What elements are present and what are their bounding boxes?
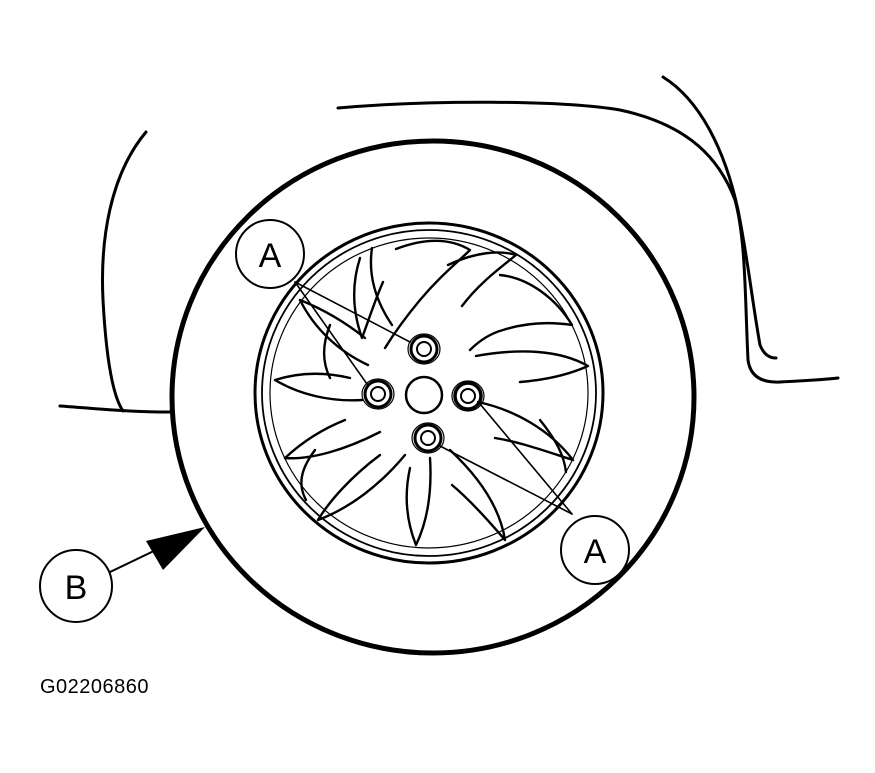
callout-a-top-label: A (259, 237, 282, 275)
figure-id: G02206860 (40, 676, 150, 698)
tire (169, 138, 697, 656)
callout-b-label: B (65, 569, 88, 607)
wheel-cover (253, 221, 605, 565)
lug-nut-right (451, 380, 485, 412)
lug-nut-left (361, 378, 395, 410)
callout-b-circle (39, 549, 113, 623)
callout-a-leaders (294, 281, 573, 515)
lug-nut-bottom (411, 422, 445, 454)
callout-a-bottom-circle (560, 515, 630, 585)
callout-b-arrowhead (146, 527, 205, 570)
callout-a-top-circle (235, 219, 305, 289)
callout-a-bottom-label: A (584, 533, 607, 571)
lug-nut-top (407, 333, 441, 365)
fender-outline (58, 75, 840, 414)
callout-b-leader (109, 547, 161, 573)
